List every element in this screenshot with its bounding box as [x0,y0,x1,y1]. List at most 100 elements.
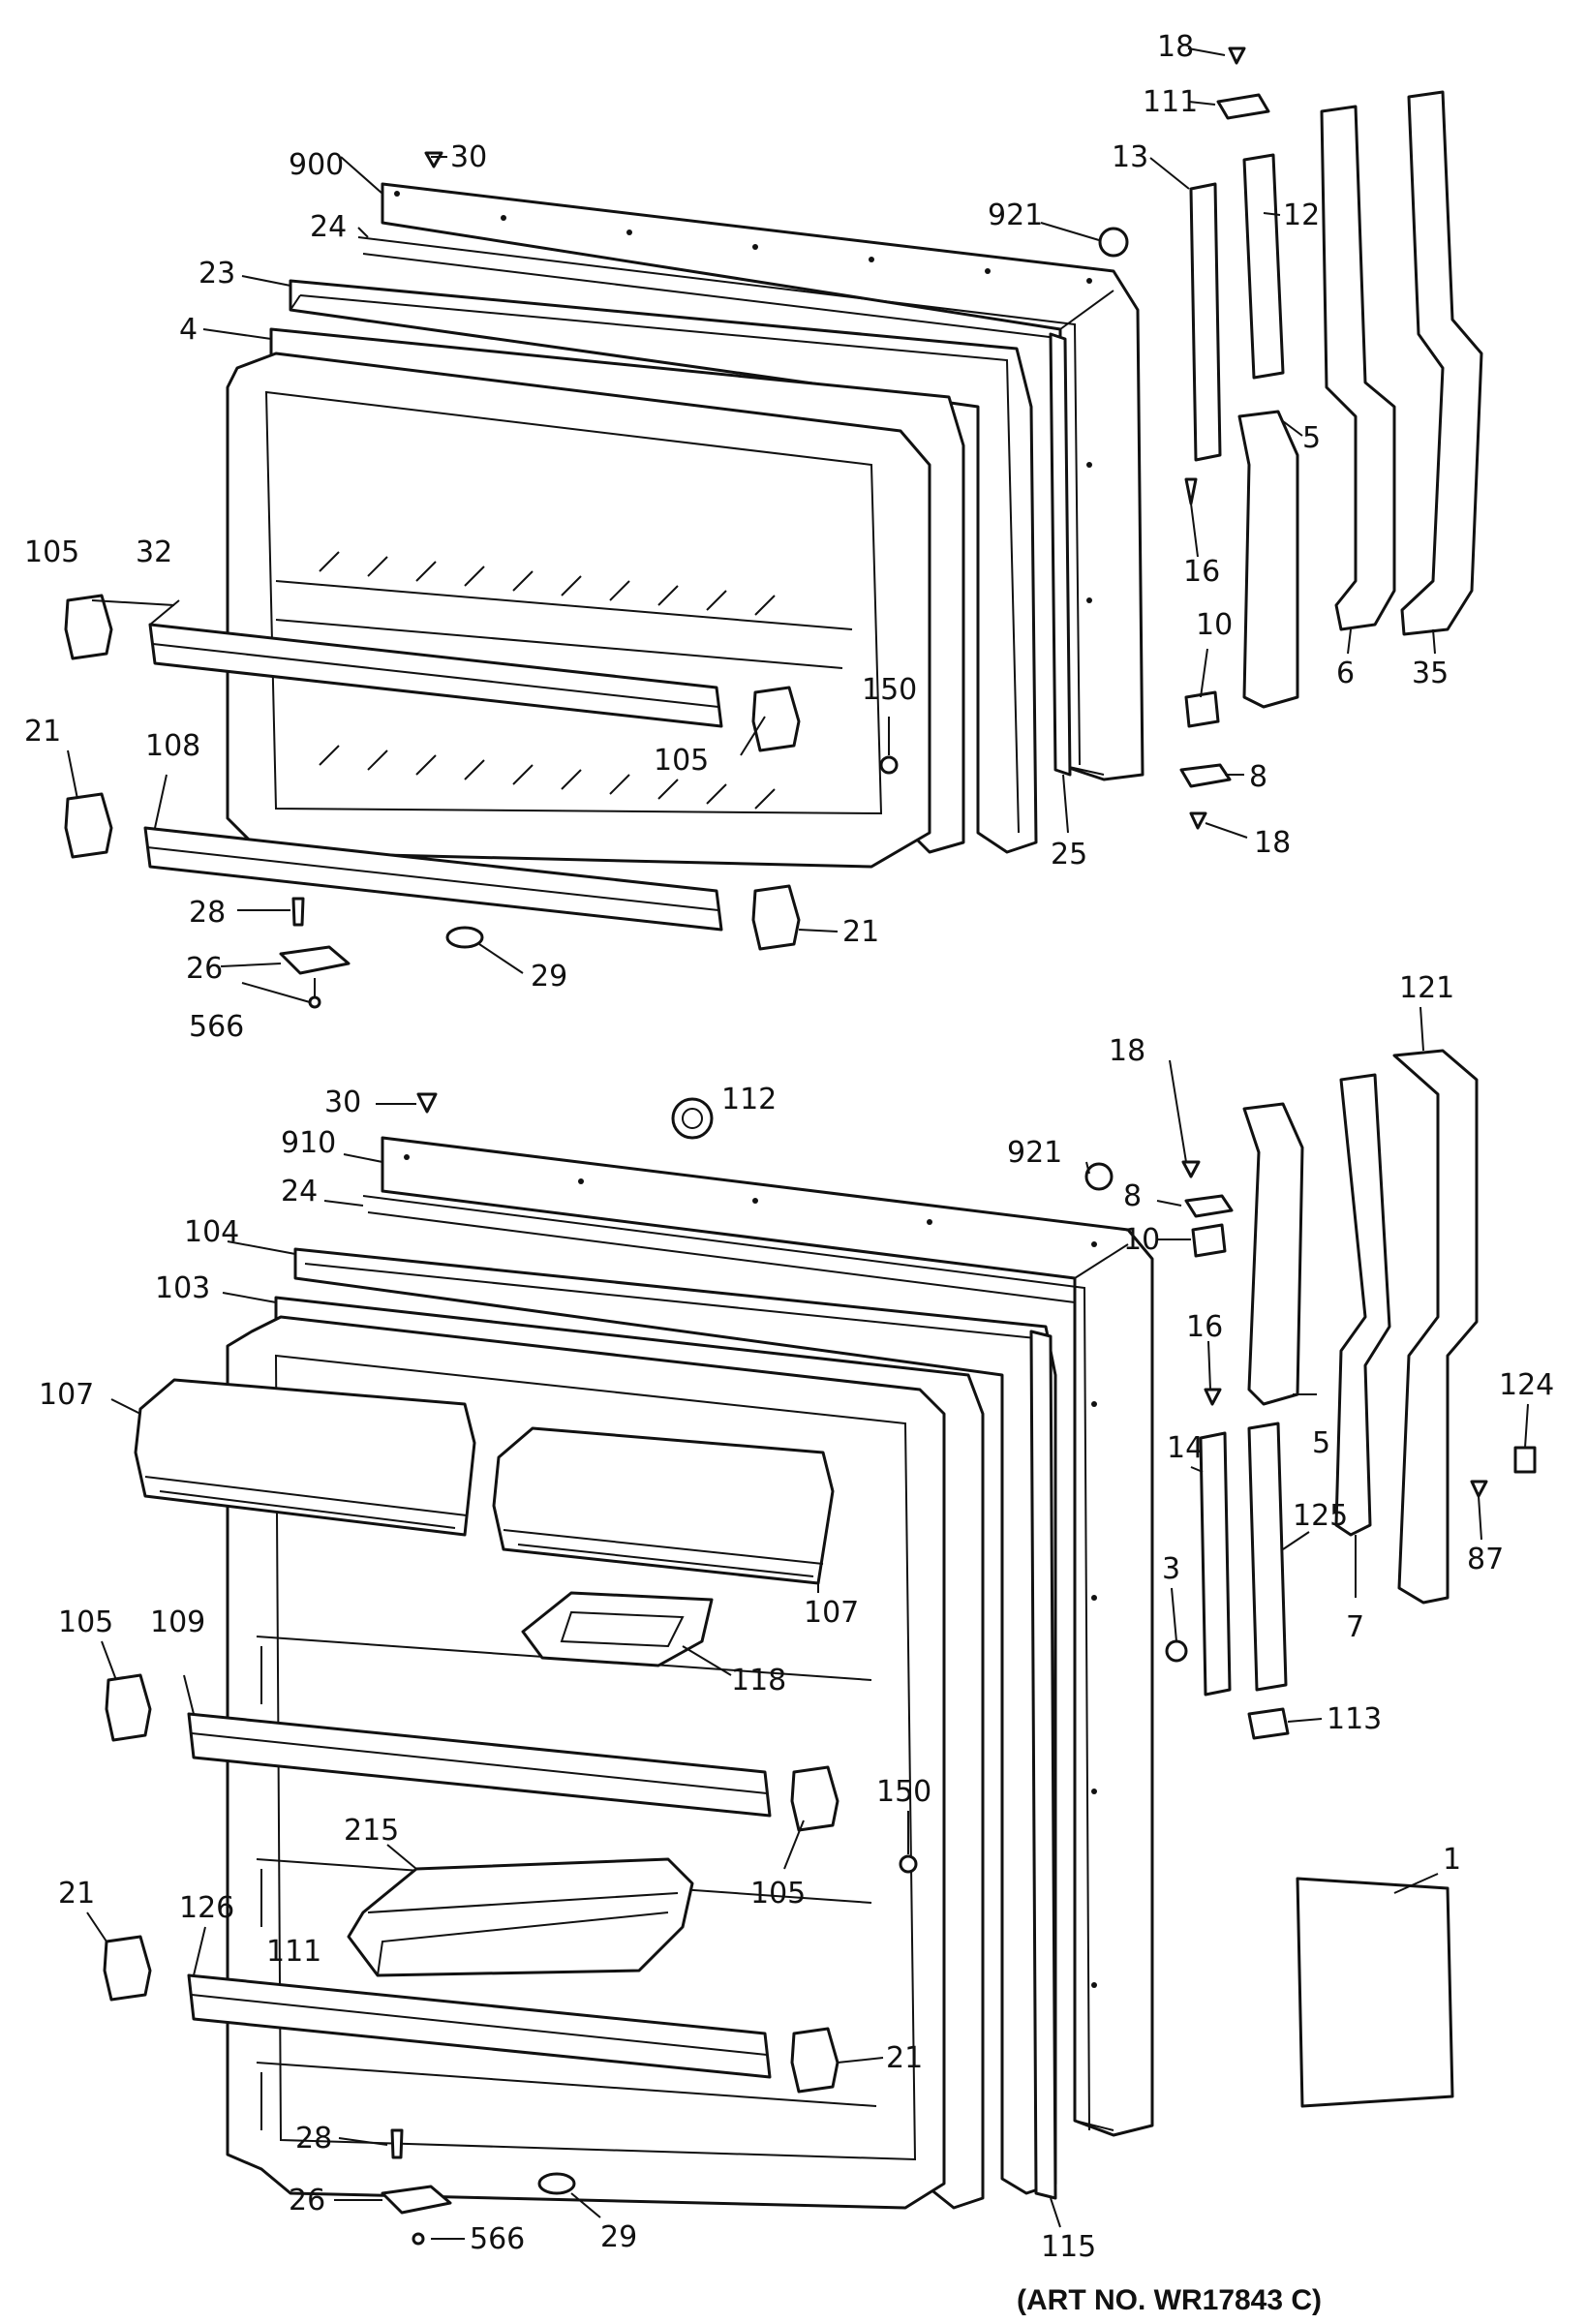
freezer-handle-35 [1400,90,1483,636]
freezer-label-921: 921 [988,199,1043,232]
fresh-food-label-910: 910 [281,1126,336,1160]
fresh-food-label-87: 87 [1467,1543,1504,1576]
freezer-label-23: 23 [198,257,235,290]
fresh-food-screw-18 [1181,1160,1201,1178]
fresh-food-label-24: 24 [281,1175,318,1208]
freezer-label-24: 24 [310,210,347,244]
instruction-sheet-1 [1296,1877,1454,2108]
fresh-food-label-124: 124 [1499,1368,1554,1402]
freezer-screw-18-top [1228,46,1246,65]
freezer-label-105-right: 105 [654,744,709,778]
fresh-food-label-107-left: 107 [39,1378,94,1412]
fresh-food-label-215: 215 [344,1814,399,1848]
freezer-inner-door-liner [226,352,931,869]
fresh-food-door-gasket-24 [362,1195,1090,2131]
fresh-food-shelf-bar-109 [187,1712,772,1818]
fresh-food-label-30: 30 [324,1086,361,1119]
fresh-food-shelf-cap-105-right [790,1765,839,1832]
freezer-label-26: 26 [186,952,223,986]
freezer-label-5: 5 [1302,421,1321,455]
fresh-food-plug-921 [1084,1162,1114,1191]
fresh-food-tray-118 [521,1591,714,1667]
freezer-label-900: 900 [289,148,344,182]
fresh-food-label-105-right: 105 [750,1877,806,1911]
fresh-food-label-7: 7 [1346,1610,1364,1644]
freezer-label-13: 13 [1112,140,1148,174]
fresh-food-grommet-3 [1165,1639,1188,1663]
fresh-food-plug-113 [1247,1707,1290,1740]
fresh-food-label-107-right: 107 [804,1596,859,1630]
freezer-shelf-cap-105-left [64,594,113,660]
freezer-screw-150 [879,755,899,775]
fresh-food-label-18: 18 [1109,1034,1145,1068]
fresh-food-bumper-29 [537,2172,576,2195]
freezer-pin-28 [291,897,305,927]
freezer-label-32: 32 [136,535,172,569]
fresh-food-cap-112 [671,1097,714,1140]
freezer-label-108: 108 [145,729,200,763]
freezer-trim-10 [1184,690,1220,728]
freezer-label-29: 29 [531,960,567,994]
freezer-label-6: 6 [1336,657,1355,690]
freezer-label-150: 150 [862,673,917,707]
freezer-shelf-cap-21-left [64,792,113,859]
freezer-label-8: 8 [1249,760,1267,794]
fresh-food-label-104: 104 [184,1215,239,1249]
freezer-shelf-cap-21-right [751,884,801,951]
freezer-label-21-right: 21 [842,915,879,949]
fresh-food-screw-150 [899,1854,918,1874]
fresh-food-handle-125 [1247,1422,1288,1692]
fresh-food-label-118: 118 [731,1664,786,1697]
fresh-food-label-3: 3 [1162,1552,1180,1586]
fresh-food-label-112: 112 [721,1083,777,1116]
freezer-label-10: 10 [1196,608,1233,642]
freezer-screw-16 [1184,477,1198,505]
freezer-bumper-29 [445,926,484,949]
freezer-label-18-top: 18 [1157,30,1194,64]
fresh-food-handle-121 [1392,1049,1479,1605]
fresh-food-door-assembly: 121 18 30 112 8 910 921 10 24 104 103 16… [39,971,1554,2264]
freezer-label-28: 28 [189,896,226,930]
freezer-label-12: 12 [1283,199,1320,232]
art-number: (ART NO. WR17843 C) [1017,2284,1322,2316]
fresh-food-label-105-left: 105 [58,1605,113,1639]
fresh-food-screw-566 [412,2232,425,2246]
freezer-door-gasket-24 [357,236,1081,766]
fresh-food-label-16: 16 [1186,1310,1223,1344]
fresh-food-label-121: 121 [1399,971,1454,1005]
fresh-food-shelf-bar-126 [187,1973,772,2079]
freezer-label-16: 16 [1183,555,1220,589]
fresh-food-label-5: 5 [1312,1426,1330,1460]
fresh-food-pin-28 [390,2128,404,2159]
freezer-gasket-frame-23 [289,279,1038,854]
fresh-food-shelf-cap-105-left [105,1673,152,1742]
freezer-gasket-strip-25 [1049,332,1072,777]
fresh-food-label-21-right: 21 [886,2041,923,2075]
freezer-label-35: 35 [1412,657,1449,690]
fresh-food-bin-215 [347,1857,694,1977]
fresh-food-label-28: 28 [295,2122,332,2156]
fresh-food-screw-30 [416,1092,438,1114]
fresh-food-hinge-plate-26 [381,2185,452,2215]
fresh-food-gasket-strip-115 [1029,1330,1057,2200]
freezer-label-30: 30 [450,140,487,174]
fresh-food-label-921: 921 [1007,1136,1062,1170]
fresh-food-label-115: 115 [1041,2230,1096,2264]
freezer-screw-18-bottom [1189,811,1207,830]
freezer-label-111: 111 [1143,85,1198,119]
fresh-food-label-113: 113 [1327,1702,1382,1736]
fresh-food-clip-124 [1513,1446,1537,1474]
freezer-handle-bracket-5 [1237,410,1299,709]
freezer-handle-12 [1242,153,1285,380]
fresh-food-handle-cover-14 [1199,1431,1232,1697]
freezer-hinge-plate-26 [279,945,351,975]
fresh-food-label-29: 29 [600,2220,637,2254]
fresh-food-label-103: 103 [155,1271,210,1305]
fresh-food-label-566: 566 [470,2222,525,2256]
fresh-food-handle-bracket-5 [1242,1102,1304,1406]
fresh-food-label-10: 10 [1123,1223,1160,1257]
freezer-clip-8 [1179,763,1232,788]
fresh-food-shelf-cap-21-right [790,2027,839,2094]
freezer-label-21-left: 21 [24,715,61,749]
